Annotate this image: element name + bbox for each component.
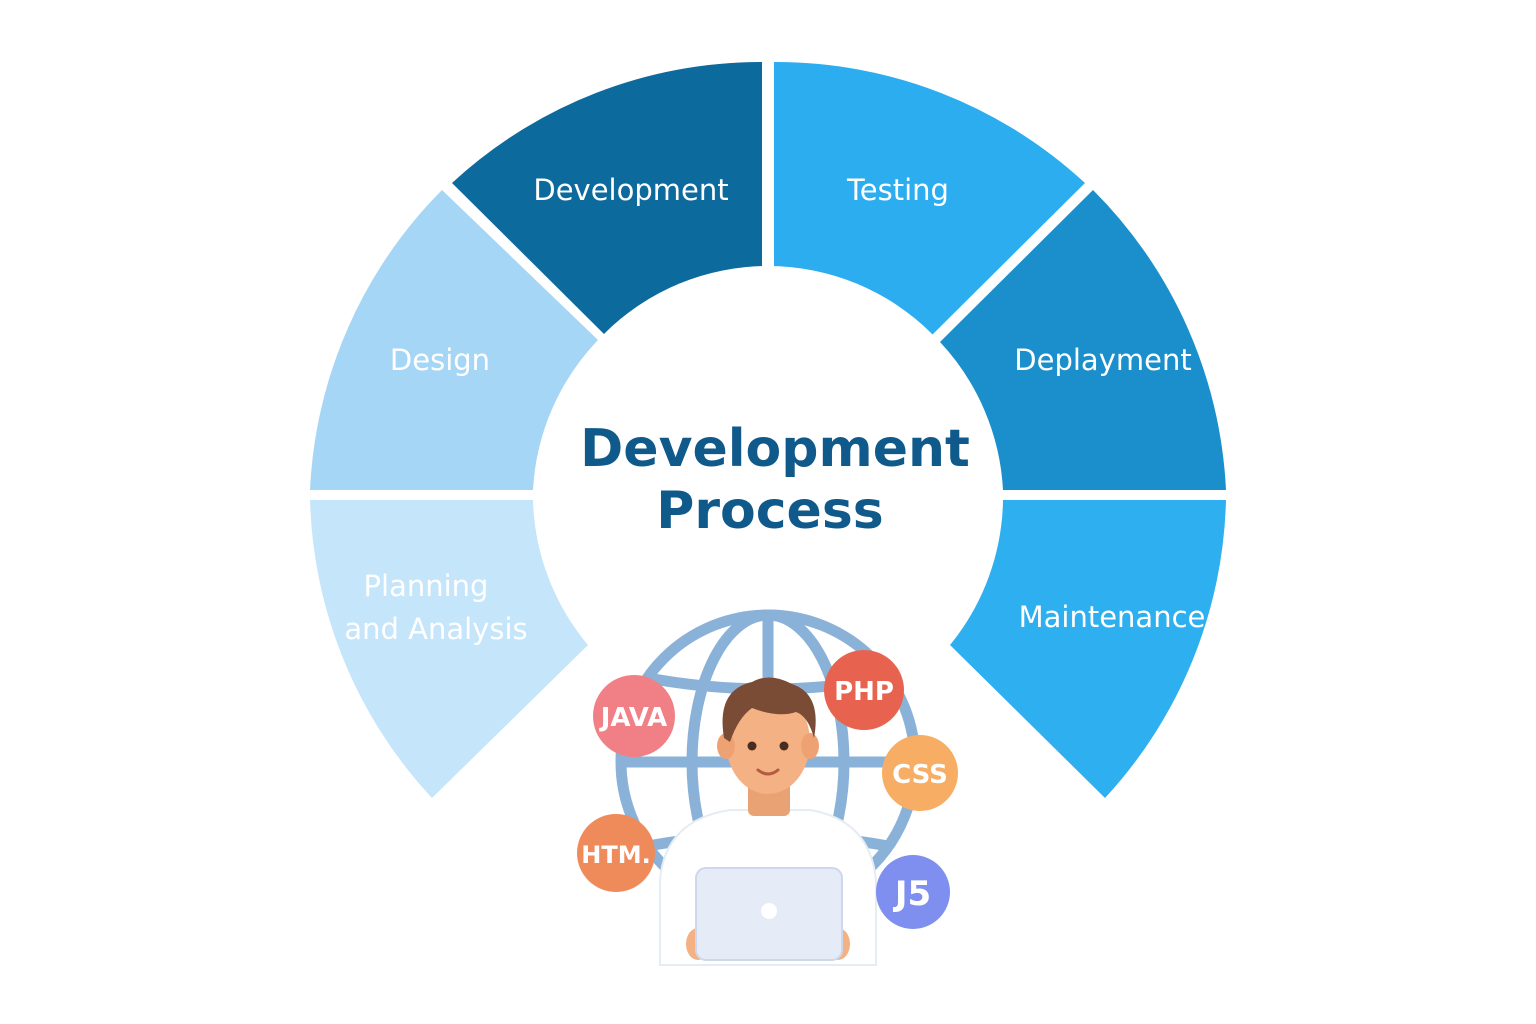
label-maintenance: Maintenance (1019, 600, 1206, 634)
center-title: Development Process (580, 419, 970, 541)
segment-deployment (940, 190, 1226, 490)
badge-js-label: J5 (893, 874, 931, 914)
label-planning: Planning (364, 569, 489, 603)
tech-badges: JAVA PHP CSS HTM. J5 (577, 650, 958, 929)
badge-php: PHP (824, 650, 904, 730)
eye-right (779, 741, 789, 751)
title-line2: Process (656, 481, 883, 541)
process-ring (310, 61, 1226, 798)
badge-java-label: JAVA (599, 703, 668, 733)
mouth (756, 768, 780, 776)
gear-tooth (548, 400, 575, 428)
title-line1: Development (580, 419, 970, 479)
badge-css-label: CSS (892, 760, 948, 790)
badge-php-label: PHP (834, 677, 894, 707)
badge-html-label: HTM. (581, 841, 650, 869)
label-planning-line1: Planning (364, 569, 489, 603)
label-development: Development (533, 173, 728, 207)
segment-maintenance (950, 500, 1226, 798)
segment-planning (310, 500, 588, 798)
gear-tooth (846, 290, 874, 318)
segment-development (452, 61, 762, 335)
segment-labels: Planning and Analysis Design Development… (344, 173, 1205, 646)
hair (722, 677, 816, 742)
label-planning-line2: and Analysis (344, 612, 527, 646)
face (726, 690, 810, 794)
badge-java: JAVA (593, 675, 675, 757)
label-deployment: Deplayment (1014, 343, 1191, 377)
ear-right (801, 733, 819, 759)
label-planning-2: and Analysis (344, 612, 527, 646)
label-testing: Testing (846, 173, 949, 207)
badge-html: HTM. (577, 814, 655, 892)
developer-avatar (659, 677, 877, 966)
badge-js: J5 (876, 855, 950, 929)
segment-design (310, 190, 598, 490)
center-circle (536, 266, 1000, 730)
label-design: Design (390, 343, 490, 377)
segment-testing (774, 61, 1085, 335)
gear-tooth (961, 400, 988, 428)
gear-tooth (662, 290, 690, 318)
badge-css: CSS (882, 735, 958, 811)
laptop-logo (761, 903, 777, 919)
eye-left (747, 741, 757, 751)
